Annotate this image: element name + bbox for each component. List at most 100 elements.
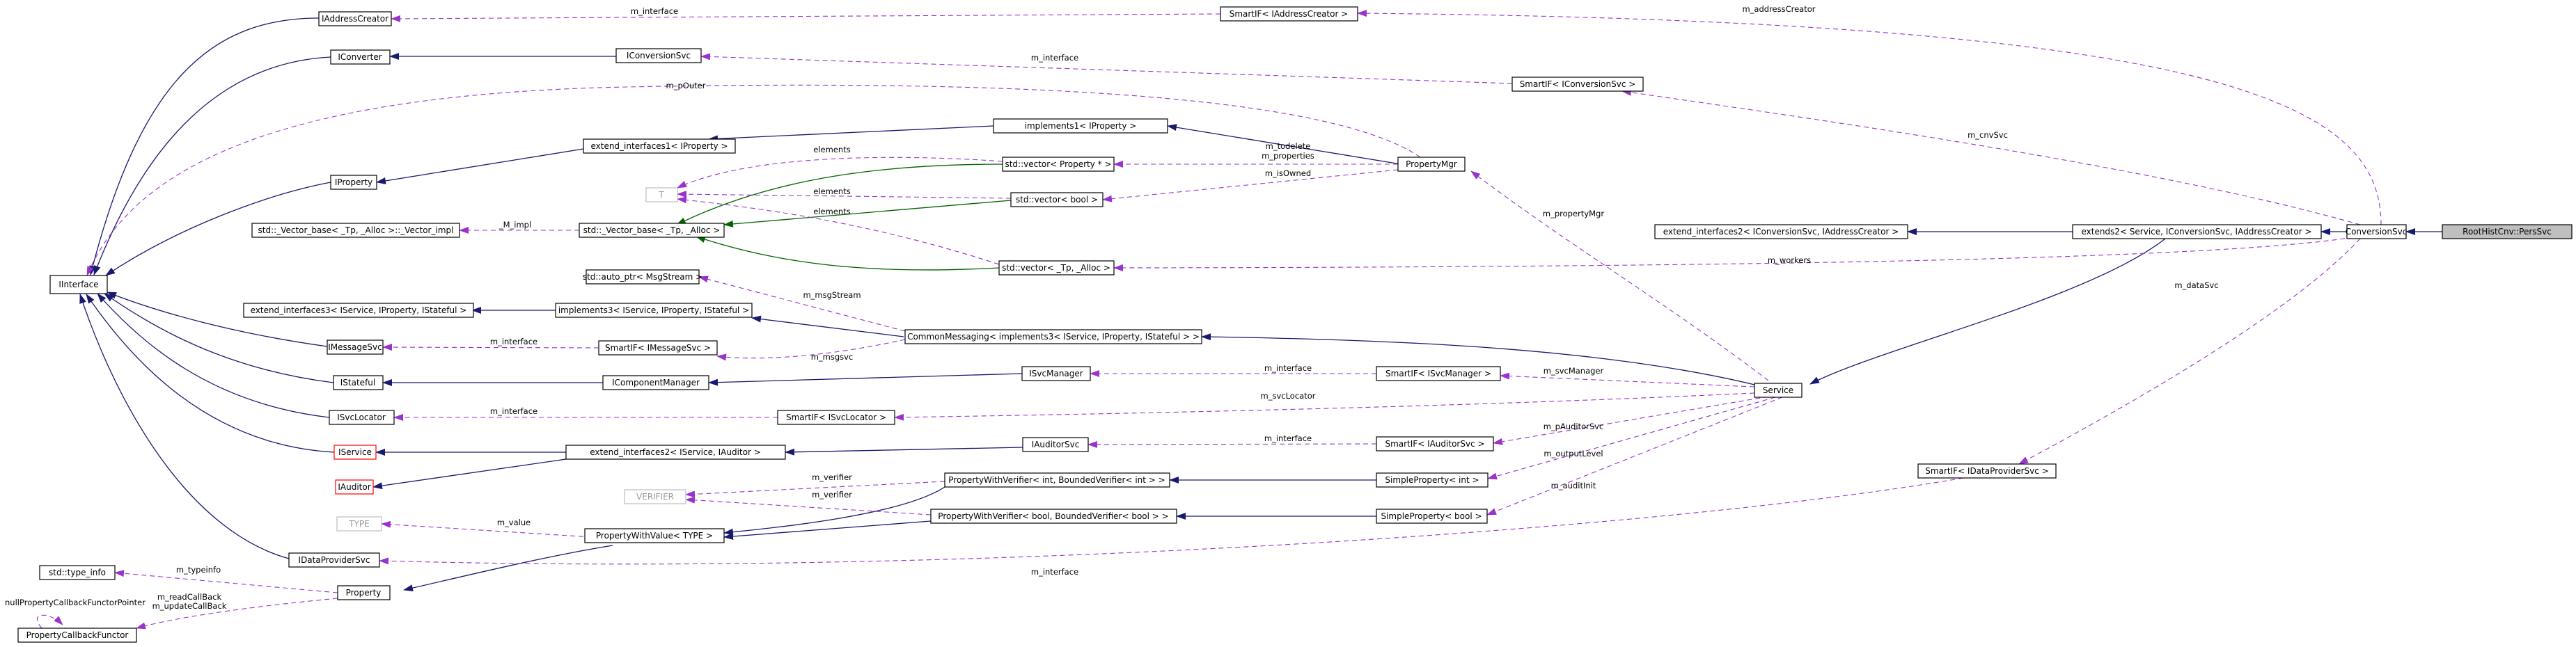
class-node-vecprop[interactable]: std::vector< Property * > <box>1002 157 1115 172</box>
class-node-vectp[interactable]: std::vector< _Tp, _Alloc > <box>998 260 1115 275</box>
edge-commonmsg-smartifmsg <box>716 339 906 361</box>
class-node-vecbool[interactable]: std::vector< bool > <box>1010 192 1104 207</box>
class-node-isvcmanager[interactable]: ISvcManager <box>1021 366 1091 381</box>
edge-service-smartifsvcmgr <box>1500 372 1755 388</box>
svg-text:SimpleProperty< int >: SimpleProperty< int > <box>1385 475 1479 485</box>
class-node-typeinfo[interactable]: std::type_info <box>39 565 116 580</box>
class-node-pwv-int[interactable]: PropertyWithVerifier< int, BoundedVerifi… <box>944 472 1170 488</box>
edge-implements1-extifaces1 <box>708 125 994 143</box>
class-node-istateful[interactable]: IStateful <box>333 375 384 390</box>
class-node-imessagesvc[interactable]: IMessageSvc <box>327 340 384 355</box>
class-node-sp-int[interactable]: SimpleProperty< int > <box>1376 472 1489 488</box>
edge-propertymgr-vecbool <box>1102 169 1399 202</box>
label-elements-2: elements <box>813 186 850 196</box>
label-nullpointer: nullPropertyCallbackFunctorPointer <box>5 598 146 607</box>
svg-text:PropertyMgr: PropertyMgr <box>1406 159 1457 169</box>
class-node-smartif-dp[interactable]: SmartIF< IDataProviderSvc > <box>1917 463 2057 479</box>
svg-text:IAddressCreator: IAddressCreator <box>322 14 388 24</box>
class-node-conversionsvc[interactable]: ConversionSvc <box>2346 224 2408 239</box>
svg-text:extends2< Service, IConversion: extends2< Service, IConversionSvc, IAddr… <box>2081 227 2311 237</box>
class-node-implements3[interactable]: implements3< IService, IProperty, IState… <box>555 303 753 318</box>
label-m-msgstream: m_msgStream <box>803 290 861 300</box>
class-node-extifaces1[interactable]: extend_interfaces1< IProperty > <box>583 138 736 154</box>
class-node-vectorbase[interactable]: std::_Vector_base< _Tp, _Alloc > <box>579 223 725 238</box>
label-m-auditinit: m_auditInit <box>1551 481 1596 490</box>
label-m-updatecallback: m_updateCallBack <box>152 601 227 611</box>
edges <box>36 10 2442 630</box>
class-node-vectorbase-impl[interactable]: std::_Vector_base< _Tp, _Alloc >::_Vecto… <box>251 223 460 238</box>
class-node-smartif-cnv[interactable]: SmartIF< IConversionSvc > <box>1511 77 1644 92</box>
svg-text:IAuditorSvc: IAuditorSvc <box>1032 440 1080 449</box>
class-node-icomponentmgr[interactable]: IComponentManager <box>602 375 709 390</box>
class-node-smartif-addr[interactable]: SmartIF< IAddressCreator > <box>1220 6 1358 22</box>
class-node-smartif-svcmgr[interactable]: SmartIF< ISvcManager > <box>1376 366 1501 381</box>
class-node-iconverter[interactable]: IConverter <box>330 49 391 65</box>
class-node-propertymgr[interactable]: PropertyMgr <box>1397 157 1466 172</box>
class-node-sp-bool[interactable]: SimpleProperty< bool > <box>1376 509 1488 524</box>
class-node-extifaces3[interactable]: extend_interfaces3< IService, IProperty,… <box>243 303 474 318</box>
svg-text:SmartIF< IMessageSvc >: SmartIF< IMessageSvc > <box>605 343 711 353</box>
class-node-idataprovider[interactable]: IDataProviderSvc <box>288 552 380 568</box>
label-m-typeinfo: m_typeinfo <box>176 565 221 575</box>
edge-pwvint-pwvalue <box>723 485 948 536</box>
svg-text:IProperty: IProperty <box>335 177 372 187</box>
svg-text:extend_interfaces2< IService,: extend_interfaces2< IService, IAuditor > <box>590 447 761 457</box>
class-node-iauditorsvc[interactable]: IAuditorSvc <box>1022 437 1089 452</box>
edge-conversionsvc-smartifdp <box>2018 238 2361 465</box>
edge-vecbool-vectorbase <box>723 200 1012 227</box>
class-node-autoptr[interactable]: std::auto_ptr< MsgStream > <box>583 269 702 285</box>
class-node-smartif-aud[interactable]: SmartIF< IAuditorSvc > <box>1376 436 1494 452</box>
class-node-iproperty[interactable]: IProperty <box>330 175 377 190</box>
edge-service-propertymgr <box>1470 170 1769 381</box>
class-node-smartif-svcloc[interactable]: SmartIF< ISvcLocator > <box>777 410 895 425</box>
svg-text:implements1< IProperty >: implements1< IProperty > <box>1025 121 1137 131</box>
edge-commonmsg-autoptr <box>698 275 906 332</box>
label-m-interface-aud: m_interface <box>1264 433 1312 443</box>
class-node-iservice[interactable]: IService <box>333 445 377 460</box>
edge-pwvalue-property <box>403 545 613 592</box>
edge-property-typeinfo <box>114 570 338 593</box>
class-node-iauditor[interactable]: IAuditor <box>335 479 374 495</box>
class-node-pwvalue[interactable]: PropertyWithValue< TYPE > <box>584 528 725 543</box>
class-node-iconversionsvc[interactable]: IConversionSvc <box>615 48 702 63</box>
label-m-outputlevel: m_outputLevel <box>1544 449 1603 458</box>
class-node-extifaces2aud[interactable]: extend_interfaces2< IService, IAuditor > <box>565 445 786 460</box>
svg-text:IStateful: IStateful <box>340 378 375 388</box>
class-node-service[interactable]: Service <box>1754 383 1803 398</box>
class-node-tparam[interactable]: T <box>645 187 678 202</box>
svg-text:std::auto_ptr< MsgStream >: std::auto_ptr< MsgStream > <box>583 272 702 282</box>
label-m-verifier-2: m_verifier <box>812 490 852 500</box>
class-node-verifier[interactable]: VERIFIER <box>624 489 686 504</box>
class-node-isvclocator[interactable]: ISvcLocator <box>329 410 395 425</box>
edge-propertymgr-iinterface <box>86 84 1421 276</box>
class-node-typeparam[interactable]: TYPE <box>336 516 382 532</box>
class-node-pwv-bool[interactable]: PropertyWithVerifier< bool, BoundedVerif… <box>930 509 1177 524</box>
class-node-root[interactable]: RootHistCnv::PersSvc <box>2442 224 2573 239</box>
class-node-iaddresscreator[interactable]: IAddressCreator <box>318 11 392 26</box>
label-m-readcallback: m_readCallBack <box>157 592 222 602</box>
edge-imessagesvc-iinterface <box>107 291 328 347</box>
edge-service-spbool <box>1486 397 1783 516</box>
class-node-extifaces2cnv[interactable]: extend_interfaces2< IConversionSvc, IAdd… <box>1654 224 1908 239</box>
label-m-interface-msg: m_interface <box>490 337 537 346</box>
edge-pwvbool-pwvalue <box>723 520 932 540</box>
class-node-commonmsg[interactable]: CommonMessaging< implements3< IService, … <box>904 329 1202 344</box>
class-node-pcbf[interactable]: PropertyCallbackFunctor <box>17 628 137 643</box>
label-m-todelete: m_todelete <box>1266 141 1311 151</box>
class-node-implements1[interactable]: implements1< IProperty > <box>993 118 1168 134</box>
class-node-smartif-msg[interactable]: SmartIF< IMessageSvc > <box>598 340 718 356</box>
edge-labels: m_interface m_addressCreator m_interface… <box>5 4 2219 611</box>
edge-idataprovider-iinterface <box>79 294 290 559</box>
class-node-iinterface[interactable]: IInterface <box>49 275 108 294</box>
edge-service-spint <box>1487 397 1776 480</box>
class-node-property[interactable]: Property <box>337 585 391 600</box>
svg-text:T: T <box>658 190 664 200</box>
edge-smartifaud-iauditorsvc <box>1087 440 1377 448</box>
class-node-extends2[interactable]: extends2< Service, IConversionSvc, IAddr… <box>2072 224 2322 239</box>
edge-pwvint-verifier <box>685 481 945 498</box>
edge-propertymgr-implements1 <box>1167 124 1401 165</box>
svg-text:TYPE: TYPE <box>348 519 369 529</box>
label-m-pouter: m_pOuter <box>666 81 706 90</box>
label-m-svcmanager: m_svcManager <box>1544 366 1604 376</box>
svg-text:std::_Vector_base< _Tp, _Alloc: std::_Vector_base< _Tp, _Alloc > <box>583 225 721 235</box>
